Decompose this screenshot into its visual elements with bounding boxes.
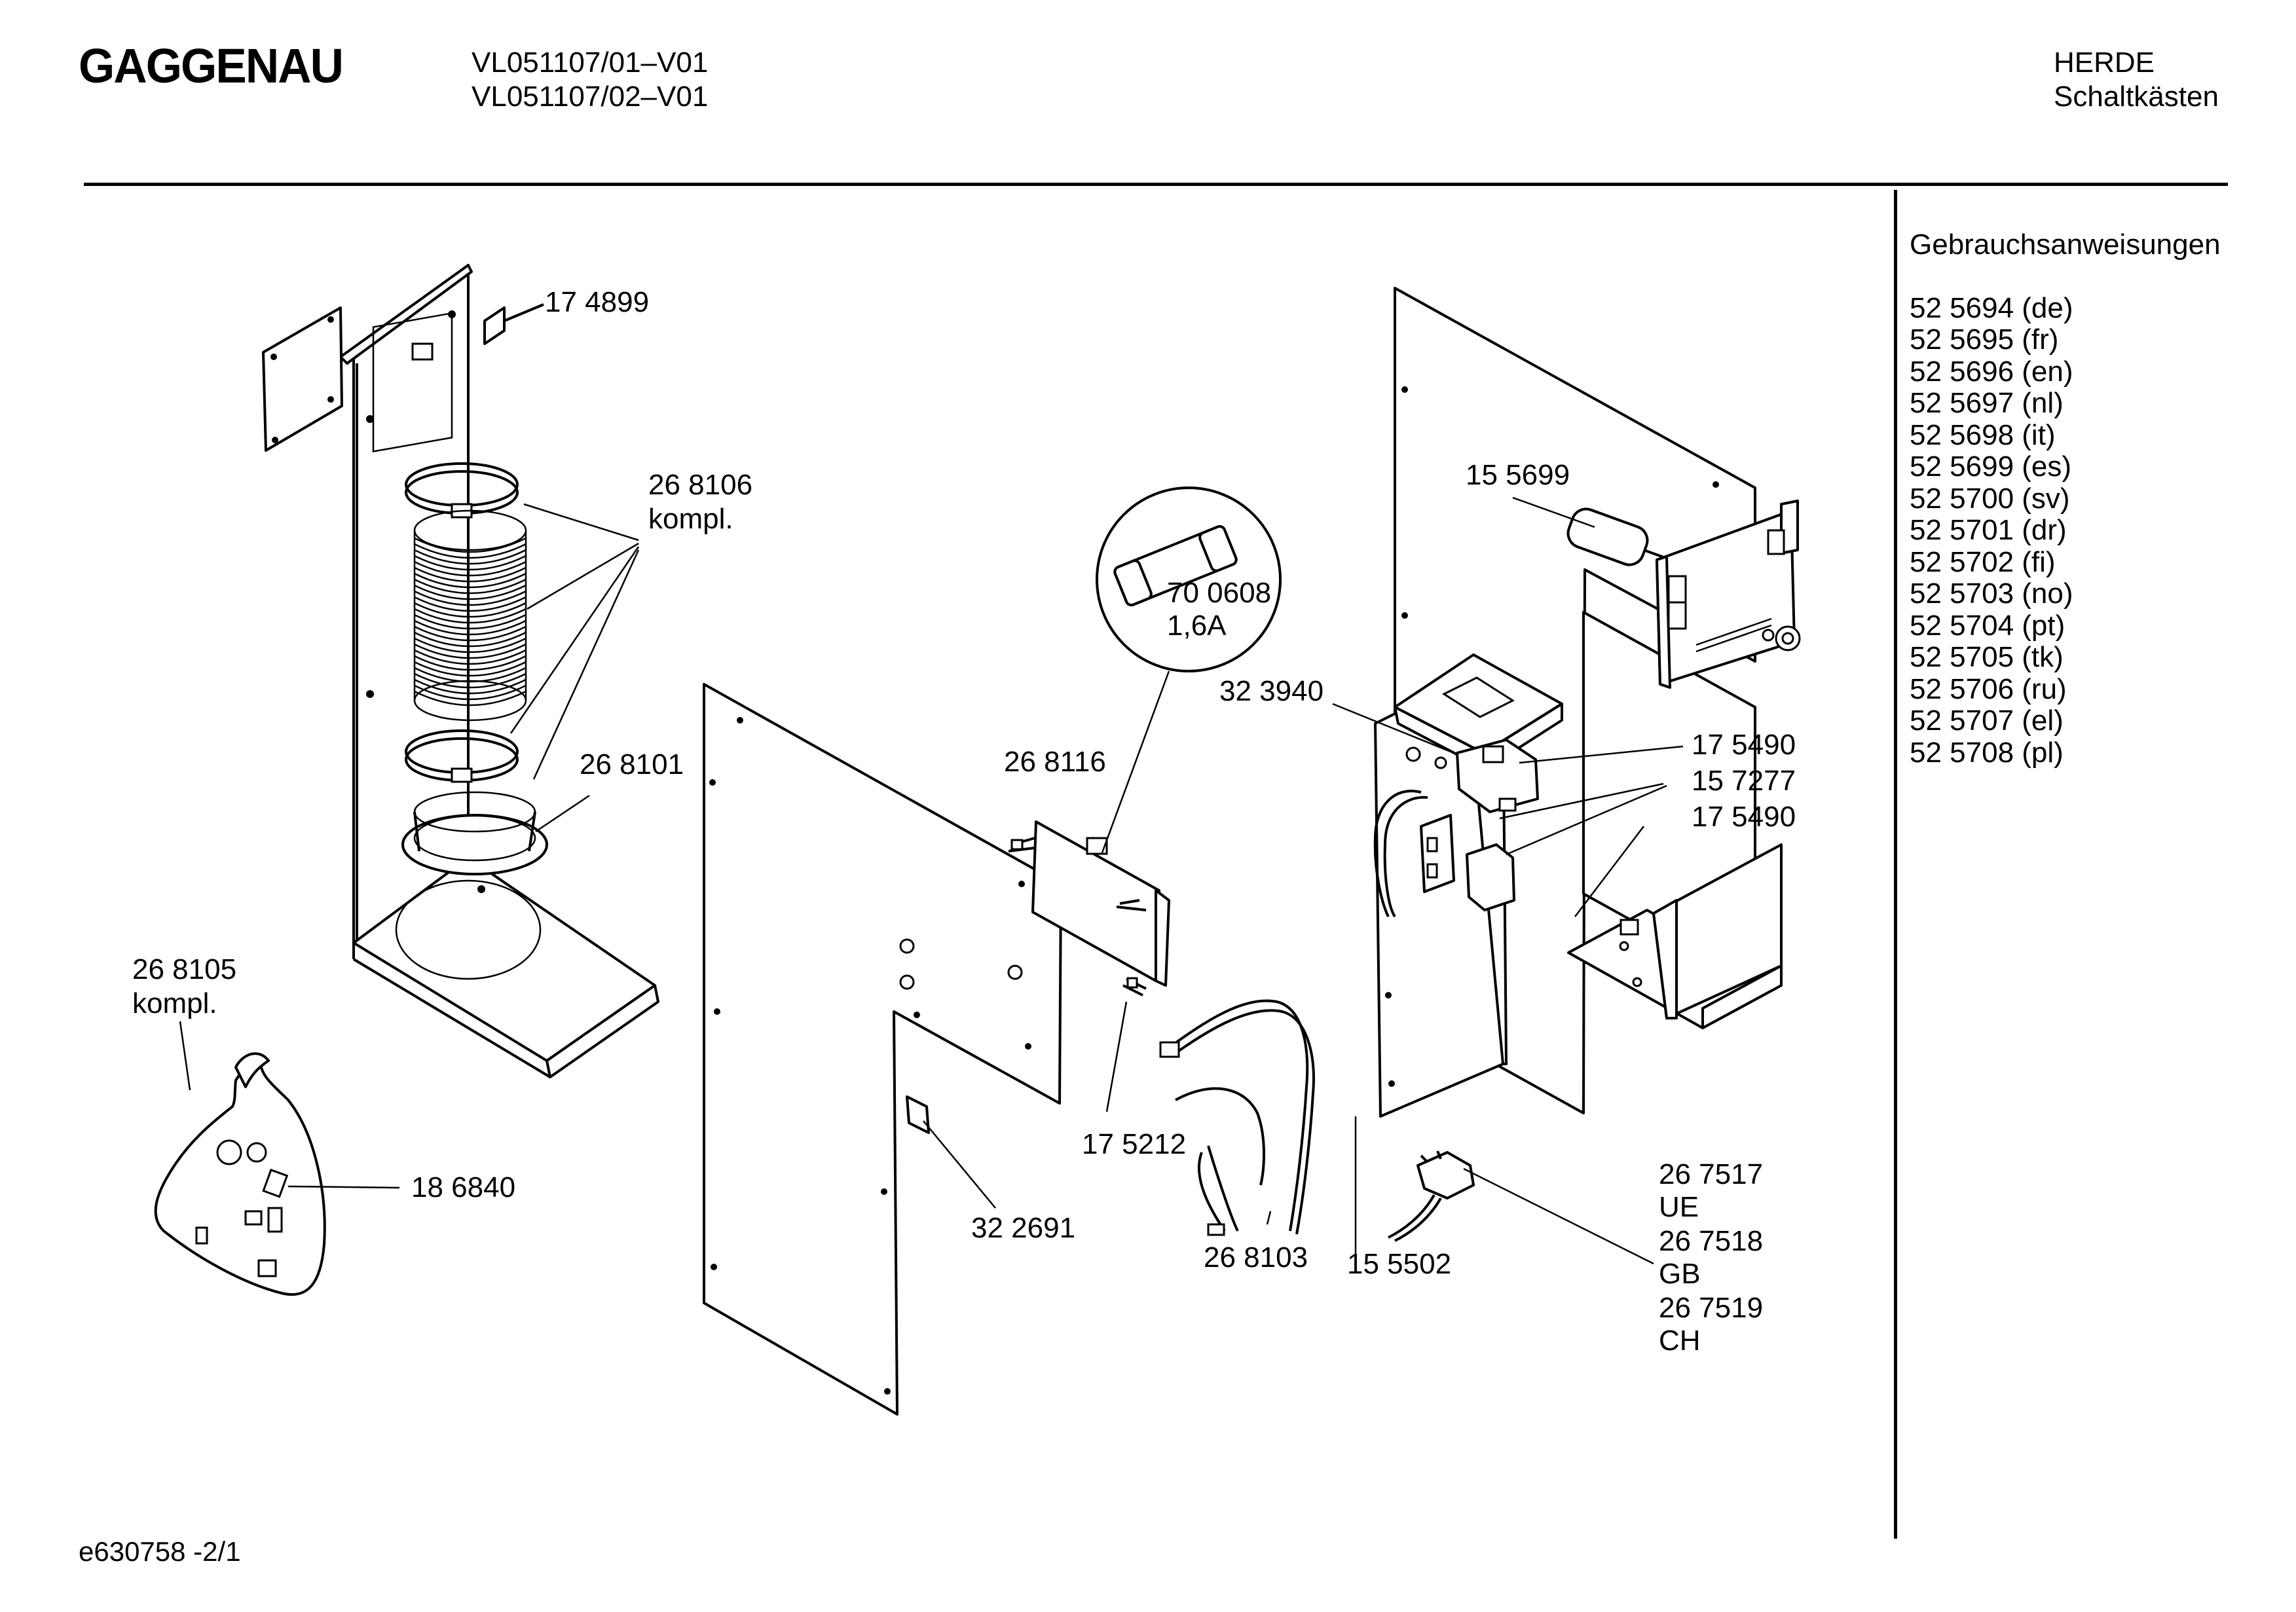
label-186840: 18 6840 [411,1171,515,1203]
manual-item: 52 5695 (fr) [1910,323,2059,356]
manual-item: 52 5703 (no) [1910,577,2073,610]
manual-item: 52 5696 (en) [1910,355,2073,388]
label-267519-region: CH [1659,1325,1701,1357]
manual-item: 52 5698 (it) [1910,418,2056,451]
lower-cover [1567,843,1783,1029]
label-175490-a: 17 5490 [1692,729,1796,761]
center-panel [703,683,1062,1416]
manual-item: 52 5708 (pl) [1910,736,2064,769]
label-700608-rating: 1,6A [1167,610,1227,642]
manual-item: 52 5700 (sv) [1910,482,2070,515]
label-267519: 26 7519 [1659,1292,1763,1324]
model-number-1: VL051107/01–V01 [472,46,709,79]
label-155699: 15 5699 [1466,459,1570,491]
sidebar-divider [1894,190,1897,1539]
manual-item: 52 5704 (pt) [1910,609,2065,642]
manual-item: 52 5707 (el) [1910,705,2064,737]
cable-harness [1105,999,1315,1236]
manual-item: 52 5694 (de) [1910,291,2073,324]
flex-duct-assembly [401,462,548,875]
label-322691: 32 2691 [971,1212,1075,1244]
document-reference: e630758 -2/1 [79,1536,241,1567]
label-268116: 26 8116 [1004,746,1106,778]
panel-clip [906,1095,930,1134]
mains-plug [1388,1150,1475,1242]
model-numbers: VL051107/01–V01 VL051107/02–V01 [472,46,708,114]
header-divider [84,183,2228,186]
manual-item: 52 5705 (tk) [1910,641,2064,673]
circuit-board [1008,820,1170,997]
category-sub: Schaltkästen [2054,81,2219,113]
label-268105: 26 8105 [132,953,236,985]
label-175212: 17 5212 [1082,1128,1186,1160]
category-main: HERDE [2054,46,2155,79]
label-268106: 26 8106 [648,469,752,501]
model-number-2: VL051107/02–V01 [472,81,709,113]
label-267518: 26 7518 [1659,1225,1763,1257]
label-268105-kompl: kompl. [132,987,217,1019]
manuals-list: Gebrauchsanweisungen 52 5694 (de) 52 569… [1910,229,2221,769]
label-157277: 15 7277 [1692,765,1796,797]
category: HERDE Schaltkästen [2054,46,2219,114]
manual-item: 52 5697 (nl) [1910,387,2064,419]
manuals-title: Gebrauchsanweisungen [1910,229,2221,261]
label-175490-b: 17 5490 [1692,801,1796,833]
label-155502: 15 5502 [1347,1248,1451,1280]
leader-lines-right [1332,496,1684,1265]
manual-item: 52 5706 (ru) [1910,672,2067,705]
capacitor-bracket [1656,500,1801,689]
label-174899: 17 4899 [545,286,649,318]
label-267517: 26 7517 [1659,1158,1763,1190]
label-268103: 26 8103 [1204,1241,1308,1273]
clip-part [483,306,506,345]
manual-item: 52 5702 (fi) [1910,545,2056,578]
label-267517-region: UE [1659,1191,1699,1223]
capacitor [1566,507,1664,566]
manual-item: 52 5699 (es) [1910,450,2072,483]
label-268106-kompl: kompl. [648,503,733,535]
brand-logo: GAGGENAU [79,39,344,93]
switch-components [1373,739,1539,918]
manual-item: 52 5701 (dr) [1910,514,2067,546]
label-700608: 70 0608 [1167,577,1271,609]
accessory-bag [154,1021,400,1296]
cover-plate [262,306,343,452]
label-323940: 32 3940 [1219,675,1324,707]
label-268101: 26 8101 [580,748,684,780]
fuse-detail [1096,486,1282,855]
leader-lines-left [509,503,640,833]
label-267518-region: GB [1659,1258,1701,1290]
